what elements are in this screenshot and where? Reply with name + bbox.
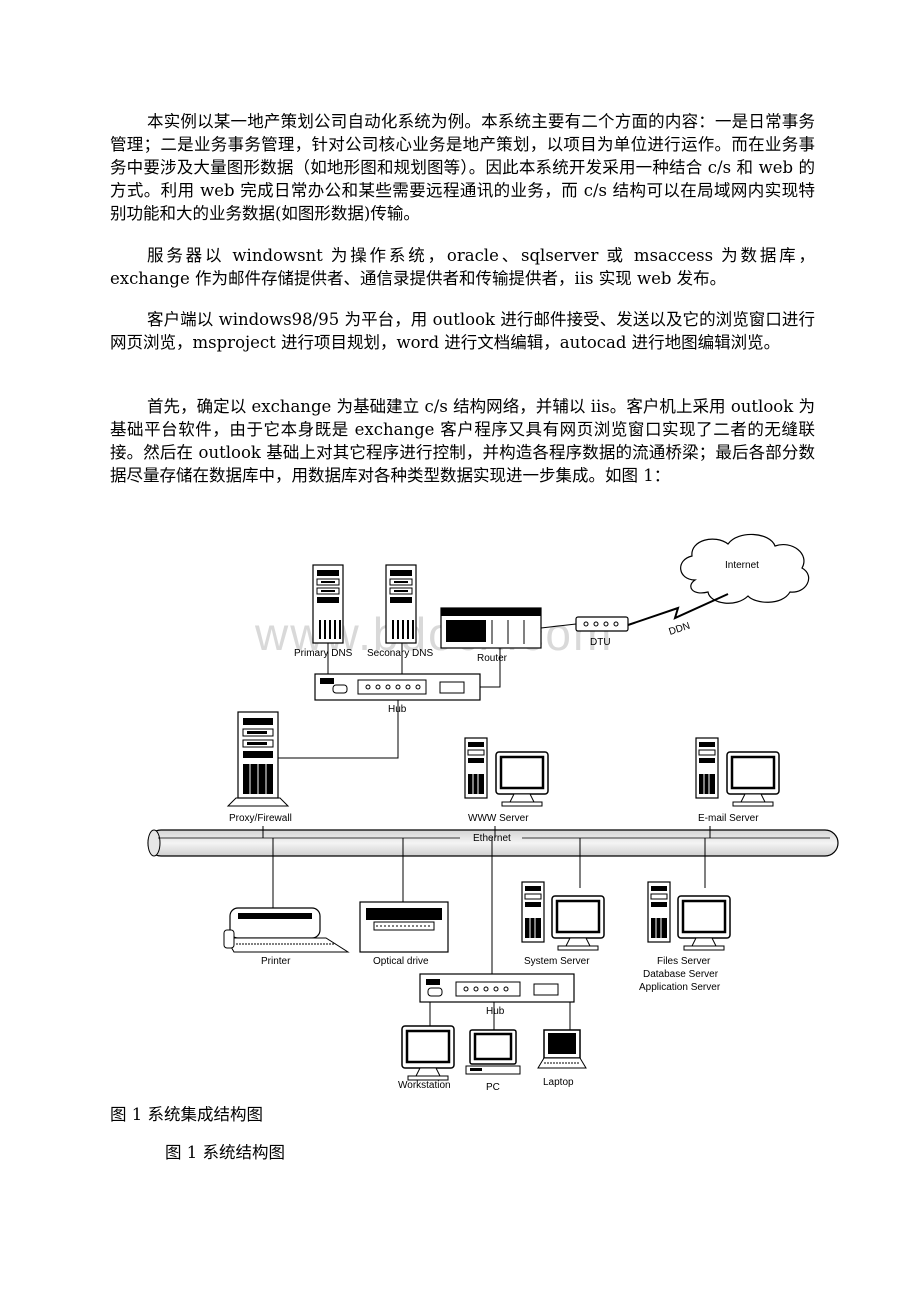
database-server-label: Database Server	[643, 969, 719, 980]
primary-dns-label: Primary DNS	[294, 648, 353, 659]
workstation-icon	[400, 1024, 456, 1082]
ddn-link-icon	[627, 593, 729, 626]
email-server-label: E-mail Server	[698, 813, 759, 824]
secondary-dns-label: Seconary DNS	[367, 648, 433, 659]
laptop-icon	[537, 1029, 587, 1069]
pc-label: PC	[486, 1082, 500, 1093]
workstation-label: Workstation	[398, 1080, 451, 1091]
top-hub-icon	[314, 673, 481, 701]
www-server-label: WWW Server	[468, 813, 529, 824]
bottom-hub-label: Hub	[486, 1006, 505, 1017]
files-server-label: Files Server	[657, 956, 711, 967]
dtu-modem-icon	[575, 616, 629, 632]
network-diagram: www.bdocx.com Internet DDN DTU Router Pr…	[147, 533, 839, 1093]
router-label: Router	[477, 653, 508, 664]
proxy-firewall-label: Proxy/Firewall	[229, 813, 292, 824]
email-server-icon	[695, 737, 781, 808]
laptop-label: Laptop	[543, 1077, 574, 1088]
bottom-hub-icon	[419, 973, 575, 1003]
secondary-dns-server-icon	[385, 564, 417, 644]
files-database-application-server-icon	[647, 881, 732, 952]
figure-caption: 图 1 系统集成结构图	[110, 1105, 263, 1124]
paragraph-intro: 本实例以某一地产策划公司自动化系统为例。本系统主要有二个方面的内容：一是日常事务…	[110, 112, 815, 223]
paragraph-client: 客户端以 windows98/95 为平台，用 outlook 进行邮件接受、发…	[110, 310, 815, 352]
top-hub-label: Hub	[388, 704, 407, 715]
primary-dns-server-icon	[312, 564, 344, 644]
ethernet-backbone	[147, 829, 839, 857]
paragraph-server: 服务器以 windowsnt 为操作系统，oracle、sqlserver 或 …	[110, 246, 815, 288]
internet-label: Internet	[725, 560, 759, 571]
paragraph-approach: 首先，确定以 exchange 为基础建立 c/s 结构网络，并辅以 iis。客…	[110, 397, 815, 485]
optical-drive-label: Optical drive	[373, 956, 429, 967]
application-server-label: Application Server	[639, 982, 721, 993]
dtu-label: DTU	[590, 637, 611, 648]
router-icon	[440, 607, 542, 649]
proxy-firewall-server-icon	[227, 711, 289, 807]
system-server-icon	[521, 881, 606, 952]
optical-drive-icon	[359, 901, 449, 953]
printer-label: Printer	[261, 956, 291, 967]
ddn-label: DDN	[668, 621, 692, 638]
figure-caption-secondary: 图 1 系统结构图	[165, 1143, 285, 1162]
system-server-label: System Server	[524, 956, 590, 967]
printer-icon	[223, 907, 350, 953]
www-server-icon	[464, 737, 550, 808]
pc-icon	[465, 1029, 521, 1075]
